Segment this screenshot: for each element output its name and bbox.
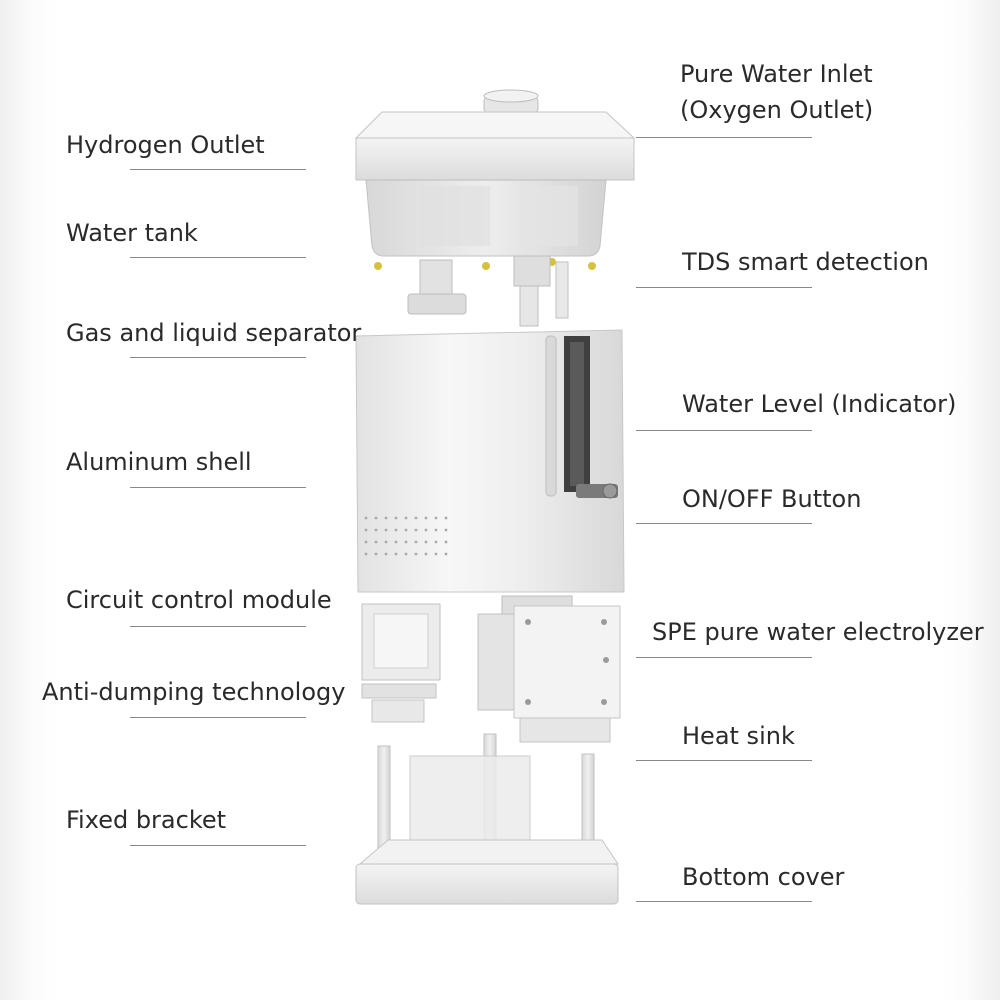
leader-line-water-tank — [130, 257, 306, 258]
aluminum-shell-body — [355, 329, 625, 593]
label-aluminum-shell: Aluminum shell — [66, 448, 252, 476]
leader-line-water-level — [636, 430, 812, 431]
circuit-and-electrolyzer — [361, 595, 621, 743]
bracket-and-bottom-cover — [355, 733, 619, 905]
label-spe-electrolyzer: SPE pure water electrolyzer — [652, 618, 984, 646]
label-hydrogen-outlet: Hydrogen Outlet — [66, 131, 265, 159]
connector-pipes — [407, 255, 569, 327]
label-gas-liquid-separator: Gas and liquid separator — [66, 319, 362, 347]
leader-line-anti-dumping — [130, 717, 306, 718]
leader-line-hydrogen-outlet — [130, 169, 306, 170]
leader-line-fixed-bracket — [130, 845, 306, 846]
leader-line-heat-sink — [636, 760, 812, 761]
label-heat-sink: Heat sink — [682, 722, 795, 750]
label-bottom-cover: Bottom cover — [682, 863, 845, 891]
label-tds-detection: TDS smart detection — [682, 248, 929, 276]
leader-line-bottom-cover — [636, 901, 812, 902]
leader-line-aluminum-shell — [130, 487, 306, 488]
leader-line-tds-detection — [636, 287, 812, 288]
leader-line-gas-liquid-separator — [130, 357, 306, 358]
label-water-tank: Water tank — [66, 219, 198, 247]
leader-line-circuit-control-module — [130, 626, 306, 627]
water-tank-body — [365, 179, 607, 270]
leader-line-on-off-button — [636, 523, 812, 524]
label-on-off-button: ON/OFF Button — [682, 485, 862, 513]
label-anti-dumping: Anti-dumping technology — [42, 678, 346, 706]
tank-lid — [354, 89, 636, 181]
label-oxygen-outlet: (Oxygen Outlet) — [680, 96, 874, 124]
leader-line-spe-electrolyzer — [636, 657, 812, 658]
label-water-level: Water Level (Indicator) — [682, 390, 957, 418]
label-fixed-bracket: Fixed bracket — [66, 806, 227, 834]
label-circuit-control-module: Circuit control module — [66, 586, 332, 614]
leader-line-pure-water-inlet — [636, 137, 812, 138]
label-pure-water-inlet: Pure Water Inlet — [680, 60, 873, 88]
